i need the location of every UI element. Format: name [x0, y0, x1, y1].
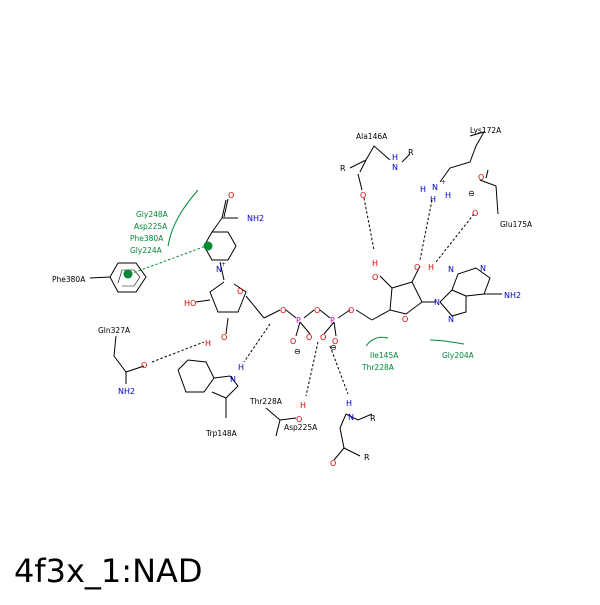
label-asp225-top: Asp225A	[134, 222, 168, 231]
atom-h-trp: H	[238, 363, 244, 372]
atom-h-hydroxyl: H	[205, 339, 211, 348]
atom-o-glu-2: O	[472, 209, 478, 218]
atom-o-thr: O	[296, 415, 302, 424]
atom-o-amide: O	[228, 191, 234, 200]
atom-nh2-gln: NH2	[118, 387, 135, 396]
atom-o-ribose-left: O	[237, 287, 243, 296]
label-phe380-green: Phe380A	[130, 234, 164, 243]
atom-n9: N	[434, 298, 440, 307]
atom-h-lys-2: H	[445, 191, 451, 200]
atom-o-bridge3: O	[348, 306, 354, 315]
label-glu175: Glu175A	[500, 220, 533, 229]
atom-o-2hydroxyl: O	[221, 333, 227, 342]
atom-o-p2b: O	[332, 337, 338, 346]
atom-h-asp: H	[346, 399, 352, 408]
pi-center-phenyl	[123, 269, 133, 279]
atom-o-p1b: O	[306, 333, 312, 342]
atom-o-bridge2: O	[314, 306, 320, 315]
atom-o-2hydroxyl-right: O	[414, 263, 420, 272]
label-gly224: Gly224A	[130, 246, 163, 255]
atom-minus-glu: ⊖	[468, 189, 475, 198]
atom-plus-lys: +	[441, 179, 446, 186]
label-thr228-green: Thr228A	[361, 363, 395, 372]
atom-n-lys: N	[432, 183, 438, 192]
label-phe380: Phe380A	[52, 275, 86, 284]
bond-skeleton	[89, 131, 502, 461]
atom-o-ala: O	[360, 191, 366, 200]
atom-o-p2a: O	[320, 333, 326, 342]
atom-o-p1a: O	[290, 337, 296, 346]
pi-center-nicotinamide	[203, 241, 213, 251]
atom-o-gln: O	[141, 361, 147, 370]
atom-n-ala: N	[392, 163, 398, 172]
atom-h-lys-1: H	[420, 185, 426, 194]
atom-n-asp: N	[348, 413, 354, 422]
atom-r-asp: R	[370, 414, 376, 423]
atom-o-asp: O	[330, 459, 336, 468]
atom-n-adenine-1: N	[448, 265, 454, 274]
label-asp225-bottom: Asp225A	[284, 423, 318, 432]
atom-p2: P	[330, 316, 335, 325]
atom-h-ala: H	[392, 153, 398, 162]
atom-h-thr: H	[300, 401, 306, 410]
atom-o-ribose-right: O	[402, 315, 408, 324]
atom-nh2-amide: NH2	[247, 214, 264, 223]
label-lys172: Lys172A	[470, 126, 502, 135]
hydrogen-bonds	[151, 197, 475, 397]
label-ile145: Ile145A	[370, 351, 399, 360]
atom-h-lys-3: H	[430, 195, 436, 204]
atom-n-trp: N	[230, 375, 236, 384]
label-thr228: Thr228A	[249, 397, 283, 406]
atom-o-glu-1: O	[478, 173, 484, 182]
atom-o-bridge1: O	[280, 306, 286, 315]
label-gly248: Gly248A	[136, 210, 169, 219]
atom-minus-1: ⊖	[294, 347, 301, 356]
label-gly204: Gly204A	[442, 351, 475, 360]
hydrophobic-contacts	[123, 189, 465, 347]
atom-n-adenine-3: N	[448, 315, 454, 324]
ligand-title: 4f3x_1:NAD	[14, 552, 203, 590]
atom-minus-2: ⊖	[330, 343, 337, 352]
atom-p1: P	[296, 316, 301, 325]
atom-o-3hydroxyl: O	[372, 273, 378, 282]
atom-labels: O NH2 N + O HO O H O P O P O O O O O ⊖ ⊖…	[118, 148, 521, 468]
atom-h-2hydroxyl-right: H	[428, 263, 434, 272]
atom-n-pyridinium: N	[216, 265, 222, 274]
atom-r-ala: R	[340, 164, 346, 173]
atom-nh2-adenine: NH2	[504, 291, 521, 300]
label-trp148: Trp148A	[205, 429, 238, 438]
atom-ho: HO	[184, 299, 196, 308]
label-ala146: Ala146A	[356, 132, 388, 141]
label-gln327: Gln327A	[98, 326, 131, 335]
atom-r-asp-2: R	[364, 453, 370, 462]
atom-r-ala-2: R	[408, 148, 414, 157]
atom-h-3hydroxyl: H	[372, 259, 378, 268]
atom-n-adenine-2: N	[480, 264, 486, 273]
atom-plus: +	[221, 261, 226, 268]
residue-labels: Ala146A Lys172A Glu175A Gly248A Asp225A …	[52, 126, 533, 438]
